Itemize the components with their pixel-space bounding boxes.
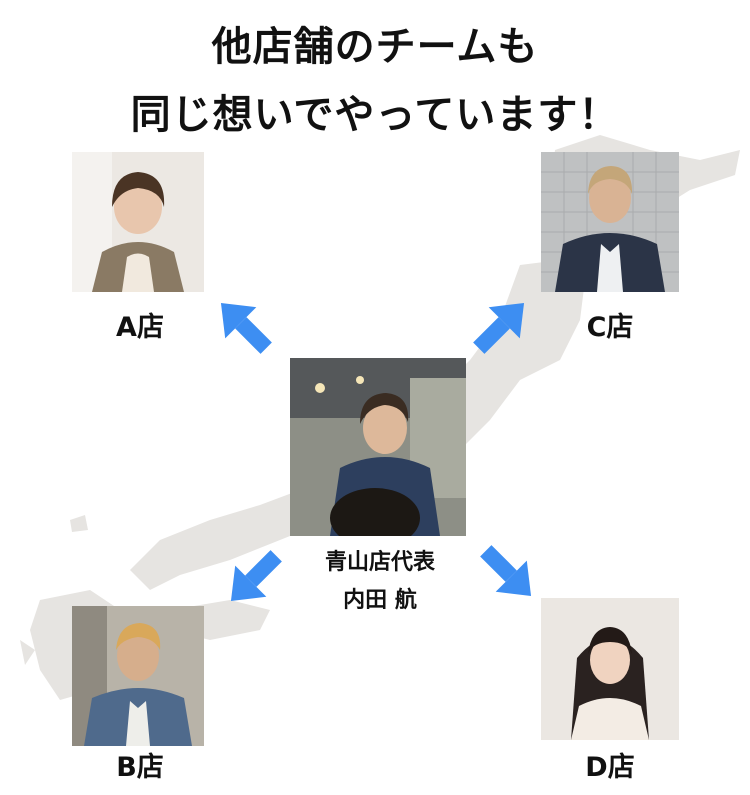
representative-photo (290, 358, 466, 536)
staff-photo-a (72, 152, 204, 292)
arrow-to-b-icon (230, 550, 282, 602)
store-label-a: A店 (116, 312, 164, 343)
staff-photo-d (541, 598, 679, 740)
title-line-1: 他店舗のチームも (211, 24, 539, 70)
arrow-to-a-icon (220, 302, 272, 354)
store-label-d: D店 (585, 752, 635, 783)
arrow-to-c-icon (473, 302, 525, 354)
title-line-2: 同じ想いでやっています！ (130, 92, 620, 138)
store-label-b: B店 (116, 752, 164, 783)
representative-role: 青山店代表 (324, 550, 435, 575)
staff-photo-b (72, 606, 204, 746)
arrow-to-d-icon (480, 545, 532, 597)
store-label-c: C店 (586, 312, 634, 343)
representative-name: 内田 航 (343, 588, 417, 613)
staff-photo-c (541, 152, 679, 292)
